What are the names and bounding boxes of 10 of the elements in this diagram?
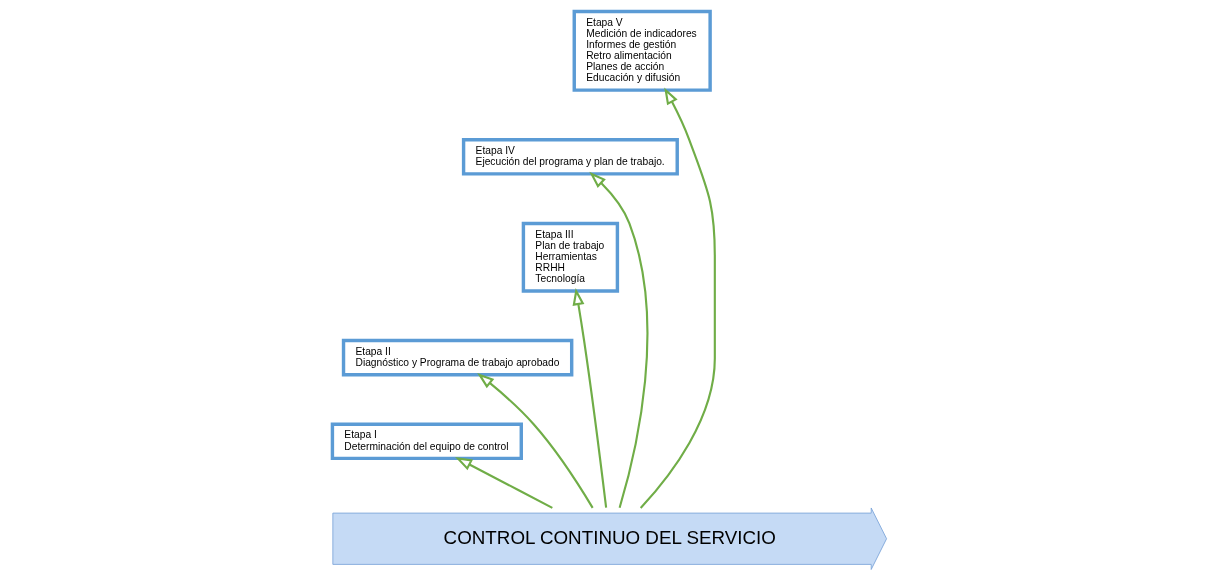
node-box: Etapa I Determinación del equipo de control [330, 422, 523, 461]
arrow [588, 171, 648, 509]
arrow [639, 87, 716, 509]
node-box: Etapa IV Ejecución del programa y plan de trabajo. [461, 137, 679, 176]
node-box: Etapa III Plan de trabajo Herramientas RRHH Tecnología [521, 221, 619, 293]
arrow [476, 372, 594, 509]
node-box: Etapa II Diagnóstico y Programa de trabajo aprobado [341, 338, 573, 377]
arrow [572, 288, 607, 508]
node-box: Etapa V Medición de indicadores Informes de gestión Retro alimentación Planes de acción Educación y difusión [572, 9, 712, 92]
arrow [454, 456, 553, 509]
